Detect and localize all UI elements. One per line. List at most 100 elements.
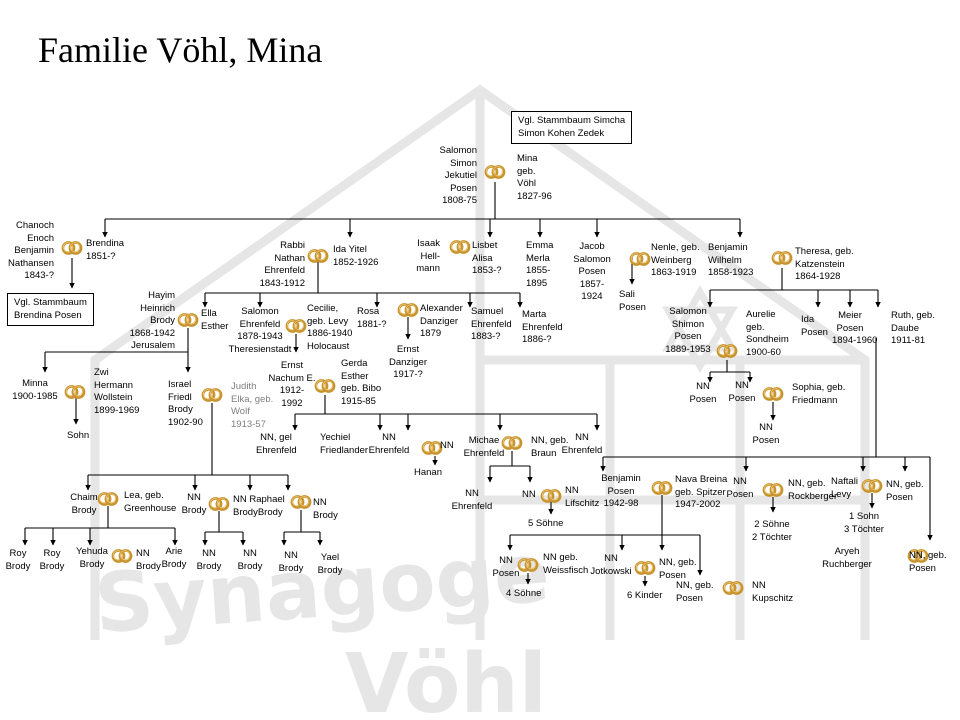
person-nn-brody-5: NN Brody [237,548,263,572]
wedding-rings-icon [861,479,883,493]
ref-box-brendina: Vgl. Stammbaum Brendina Posen [7,293,94,326]
wedding-rings-icon [501,436,523,450]
wedding-rings-icon [449,240,471,254]
person-chaim: Chaim Brody [70,492,98,516]
person-ernst-danziger: Ernst Danziger 1917-? [388,344,428,380]
label-6-kinder: 6 Kinder [627,590,663,601]
person-nn-m: NN [522,489,536,500]
person-jacob: Jacob Salomon Posen 1857- 1924 [573,241,611,302]
label-2-soehne: 2 Söhne 2 Töchter [752,519,792,543]
person-meier: Meier Posen 1894-1960 [832,310,878,346]
person-rabbi-nathan: Rabbi Nathan Ehrenfeld 1843-1912 [259,240,305,289]
label-5-soehne: 5 Söhne [528,518,564,529]
person-nn-brody-3: NN Brody [136,548,161,572]
person-salomon-shimon: Salomon Shimon Posen 1889-1953 [665,306,711,355]
person-salomon-ehrenfeld: Salomon Ehrenfeld 1878-1943 Theresiensta… [228,306,292,355]
wedding-rings-icon [651,481,673,495]
wedding-rings-icon [201,388,223,402]
page-title: Familie Vöhl, Mina [38,30,323,70]
person-hanan: Hanan [414,467,442,478]
label-1-sohn: 1 Sohn 3 Töchter [844,511,884,535]
person-nn-brody-6: NN Brody [278,550,304,574]
wedding-rings-icon [634,561,656,575]
person-nn-posen-g: NN Posen [492,555,520,579]
person-ernst-nachum: Ernst Nachum E. 1912- 1992 [268,360,316,409]
wedding-rings-icon [314,379,336,393]
person-naftali: Naftali Levy [831,476,858,500]
watermark-star-icon [661,284,739,374]
person-nn-rockberger: NN, geb. Rockberger [788,478,838,502]
person-nn-posen-b: NN Posen [728,380,756,404]
person-ella: Ella Esther [201,308,229,332]
person-nn-posen-a: NN Posen [689,381,717,405]
wedding-rings-icon [307,249,329,263]
person-nn-braun: NN, geb. Braun [531,435,569,459]
person-nn-lifschitz: NN Lifschitz [565,485,600,509]
wedding-rings-icon [285,319,307,333]
person-ida-posen: Ida Posen [801,314,828,338]
person-nn-brody-4: NN Brody [196,548,222,572]
person-benjamin-wilhelm: Benjamin Wilhelm 1858-1923 [708,242,754,278]
person-nn-brody-1: NN Brody [181,492,207,516]
person-roy-1: Roy Brody [5,548,31,572]
wedding-rings-icon [208,497,230,511]
wedding-rings-icon [762,387,784,401]
person-nn-ehrenfeld-3: NN Ehrenfeld [451,488,493,512]
person-emma: Emma Merla 1855- 1895 [526,240,554,289]
person-yehuda: Yehuda Brody [76,546,108,570]
wedding-rings-icon [97,492,119,506]
person-nn-posen-c: NN Posen [752,422,780,446]
wedding-rings-icon [716,344,738,358]
person-arie: Arie Brody [161,546,187,570]
wedding-rings-icon [722,581,744,595]
person-nn-kupschitz: NN Kupschitz [752,580,794,604]
person-chanoch: Chanoch Enoch Benjamin Nathansen 1843-? [8,220,54,281]
person-lisbet: Lisbet Alisa 1853-? [472,240,502,276]
person-nn-posen-f: NN, geb. Posen [909,550,947,574]
wedding-rings-icon [421,441,443,455]
person-judith: Judith Elka, geb. Wolf 1913-57 [231,381,274,430]
wedding-rings-icon [771,251,793,265]
person-minna: Minna 1900-1985 [12,378,58,402]
person-israel: Israel Friedl Brody 1902-90 [168,379,203,428]
person-nn-raphael: NN Raphael BrodyBrody [233,494,285,518]
person-isaak: Isaak Hell- mann [416,238,440,274]
person-sophia: Sophia, geb. Friedmann [792,382,846,406]
person-roy-2: Roy Brody [39,548,65,572]
person-nn-jotkowski: NN Jotkowski [590,553,632,577]
person-salomon-simon: Salomon Simon Jekutiel Posen 1808-75 [439,145,478,206]
person-nn-posen-e: NN, geb. Posen [886,479,924,503]
person-theresa: Theresa, geb. Katzenstein 1864-1928 [795,246,854,282]
wedding-rings-icon [177,313,199,327]
ref-box-simcha: Vgl. Stammbaum Simcha Simon Kohen Zedek [511,111,633,144]
wedding-rings-icon [111,549,133,563]
wedding-rings-icon [629,252,651,266]
person-samuel: Samuel Ehrenfeld 1883-? [471,306,512,342]
person-nn-gel-ehrenfeld: NN, gel Ehrenfeld [256,432,297,456]
wedding-rings-icon [762,483,784,497]
person-nn-ehrenfeld-2: NN Ehrenfeld [561,432,603,456]
person-nava: Nava Breina geb. Spitzer 1947-2002 [675,474,728,510]
wedding-rings-icon [397,303,419,317]
wedding-rings-icon [64,385,86,399]
person-sohn: Sohn [67,430,90,441]
person-ida-yitel: Ida Yitel 1852-1926 [333,244,379,268]
person-alexander: Alexander Danziger 1879 [420,303,463,339]
person-nn-hanan-wife: NN [440,440,454,451]
person-yael: Yael Brody [317,552,343,576]
person-nn-weissfisch: NN geb. Weissfisch [543,552,589,576]
person-nn-ehrenfeld-1: NN Ehrenfeld [368,432,410,456]
wedding-rings-icon [540,489,562,503]
person-nn-brody-2: NN Brody [313,497,338,521]
person-sali: Sali Posen [619,289,646,313]
label-4-soehne: 4 Söhne [506,588,542,599]
person-nn-posen-d: NN Posen [726,476,754,500]
person-michae: Michae Ehrenfeld [463,435,505,459]
person-benjamin-posen: Benjamin Posen 1942-98 [601,473,641,509]
person-yechiel: Yechiel Friedlander [320,432,369,456]
person-hayim: Hayim Heinrich Brody 1868-1942 Jerusalem [129,290,175,351]
person-gerda: Gerda Esther geb. Bibo 1915-85 [341,358,382,407]
person-nn-posen-i: NN, geb. Posen [676,580,714,604]
